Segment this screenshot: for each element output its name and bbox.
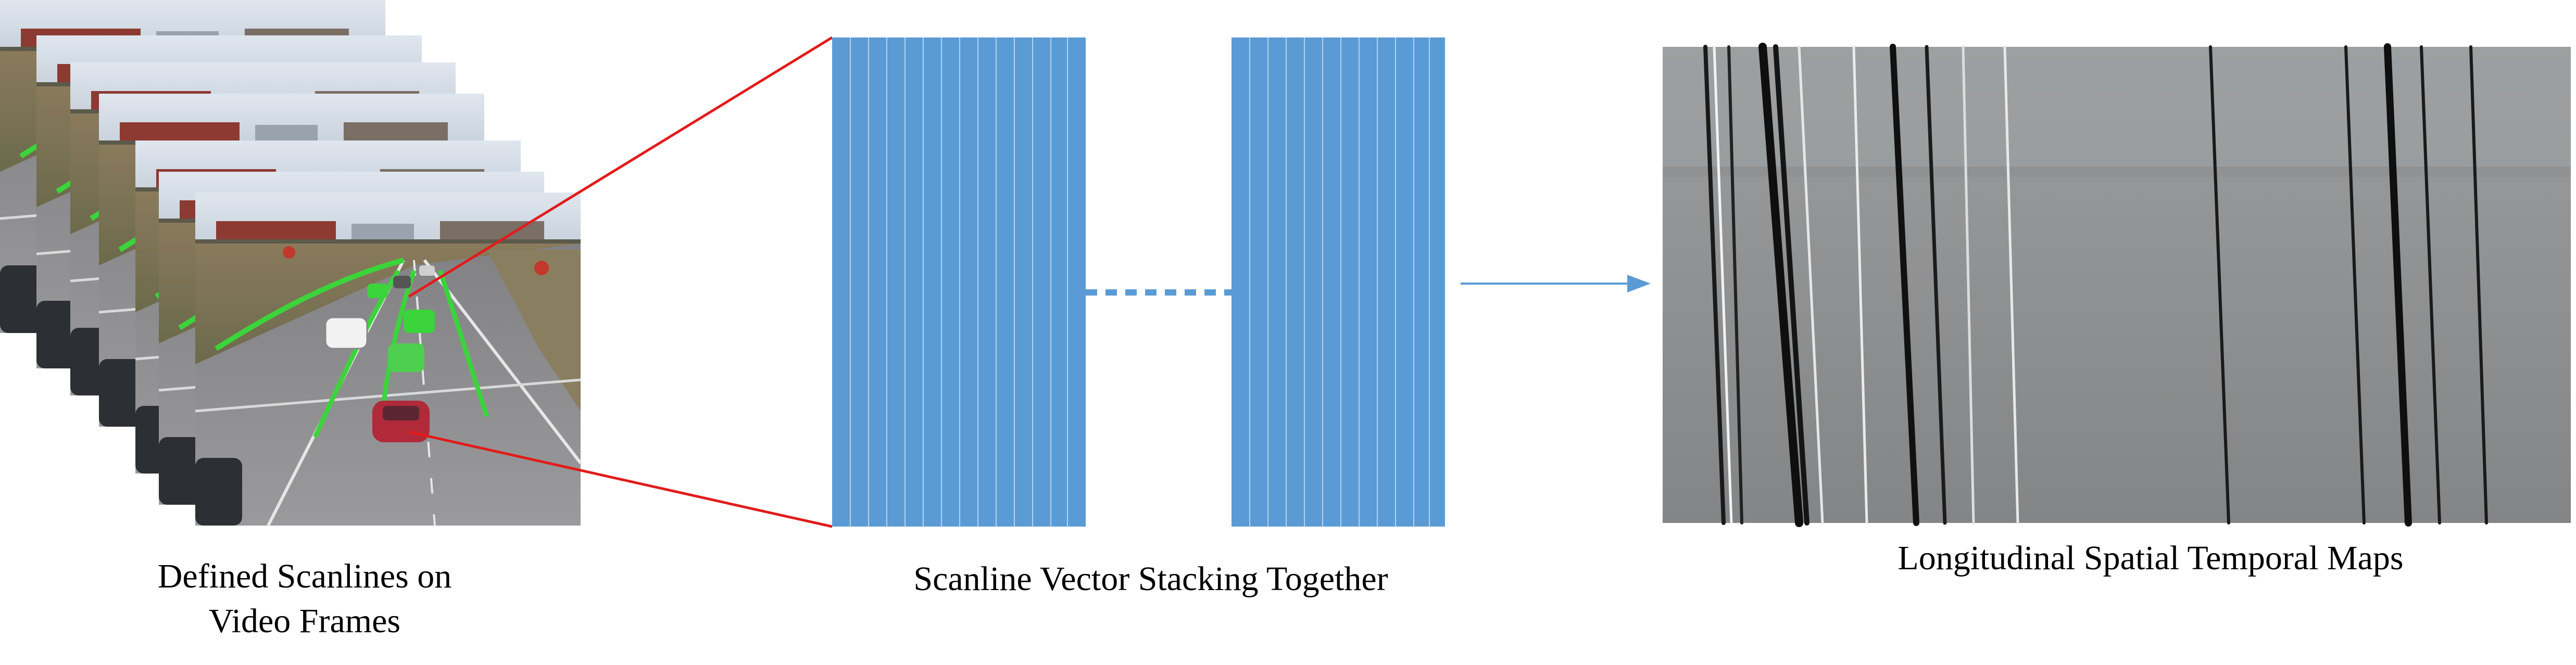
caption-defined-scanlines-line1: Defined Scanlines on <box>157 557 452 595</box>
caption-spatial-temporal-maps: Longitudinal Spatial Temporal Maps <box>1898 539 2404 577</box>
video-frame-front <box>195 193 581 526</box>
right-arrow-icon <box>1461 275 1651 292</box>
scanline-vector-block-right <box>1232 37 1445 527</box>
scanline-vector-block-left <box>832 37 1086 527</box>
zoom-line-bottom <box>408 430 833 528</box>
zoom-line-top <box>408 36 833 298</box>
caption-vector-stacking: Scanline Vector Stacking Together <box>913 560 1388 598</box>
caption-defined-scanlines: Defined Scanlines on Video Frames <box>78 554 531 644</box>
caption-defined-scanlines-line2: Video Frames <box>208 602 401 640</box>
spatial-temporal-map <box>1663 43 2571 527</box>
video-frame-stack <box>0 0 581 526</box>
